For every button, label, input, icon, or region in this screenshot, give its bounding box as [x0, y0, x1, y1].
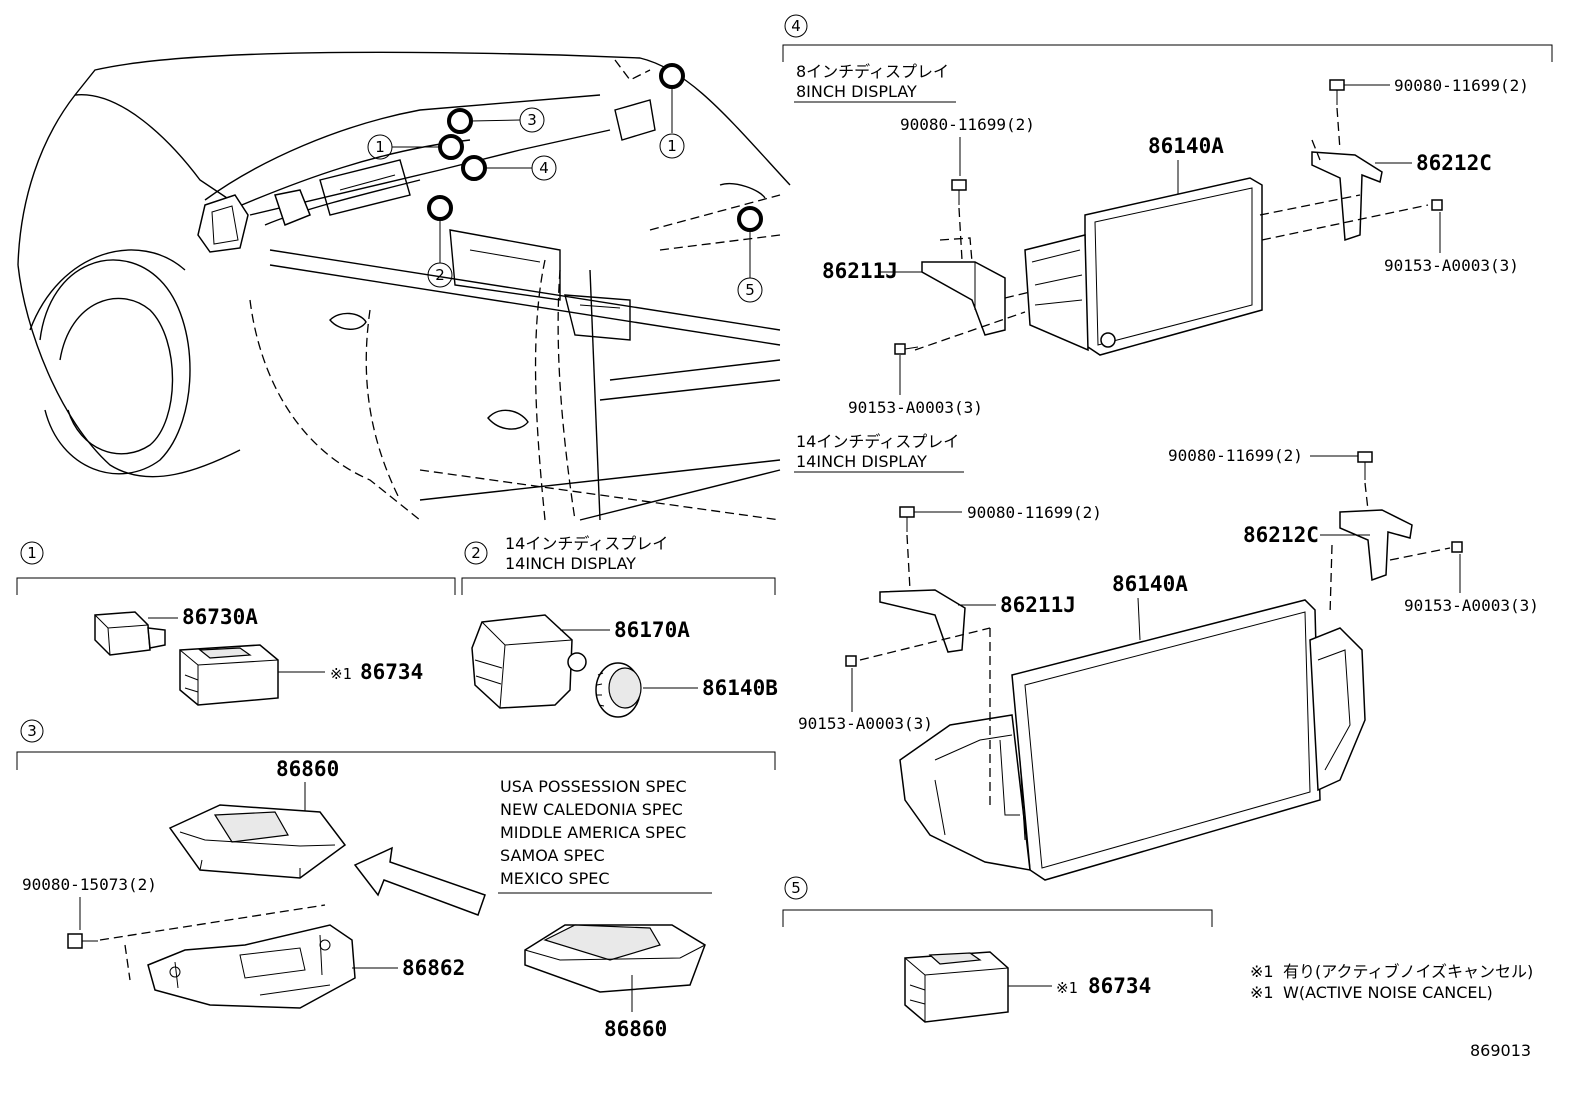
part-86860-module-illustration — [168, 804, 347, 879]
part-number-86212C: 86212C — [1416, 151, 1492, 175]
section-number: 3 — [27, 722, 37, 740]
bolt-icon — [67, 933, 98, 949]
part-number-86211J: 86211J — [822, 259, 898, 283]
part-number-90153-A0003-14r: 90153-A0003(3) — [1404, 596, 1539, 615]
spec-line: USA POSSESSION SPEC — [500, 777, 687, 796]
locator-marker — [438, 134, 464, 160]
screw-icon — [894, 343, 919, 355]
spec-line: NEW CALEDONIA SPEC — [500, 800, 683, 819]
part-number-90080-11699-right: 90080-11699(2) — [1394, 76, 1529, 95]
figure-id: 869013 — [1470, 1041, 1531, 1060]
section-1: 1 86730A ※1 86734 — [16, 541, 456, 706]
part-number-90153-A0003: 90153-A0003(3) — [848, 398, 983, 417]
bracket-86211J-14-illustration — [879, 589, 966, 653]
part-number-90080-11699: 90080-11699(2) — [900, 115, 1035, 134]
section-number: 4 — [791, 17, 801, 35]
locator-callout-1: 1 — [667, 137, 677, 155]
footnote-mark: ※1 — [1250, 962, 1274, 981]
note-mark: ※1 — [1056, 979, 1078, 997]
section-3: 3 86860 90080-15073(2) — [16, 719, 776, 1041]
section-title-jp: 14インチディスプレイ — [505, 534, 668, 553]
footnote-text-en: W(ACTIVE NOISE CANCEL) — [1283, 983, 1493, 1002]
part-number-86212C-14: 86212C — [1243, 523, 1319, 547]
section-5: 5 ※1 86734 — [782, 876, 1213, 1023]
part-number-90080-15073: 90080-15073(2) — [22, 875, 157, 894]
part-number-86730A: 86730A — [182, 605, 258, 629]
screw-icon — [1451, 541, 1463, 553]
direction-arrow — [353, 846, 486, 916]
locator-callout-2: 2 — [435, 266, 445, 284]
display14-unit-illustration — [899, 599, 1366, 881]
locator-callout-3: 3 — [527, 111, 537, 129]
part-number-86734: 86734 — [360, 660, 423, 684]
vehicle-locator-illustration: 1 3 1 4 2 5 — [17, 51, 791, 521]
spec-line: MEXICO SPEC — [500, 869, 610, 888]
locator-marker — [447, 108, 473, 134]
locator-marker — [737, 206, 763, 232]
locator-callout-1b: 1 — [375, 138, 385, 156]
section-title-en: 14INCH DISPLAY — [505, 554, 636, 573]
part-number-86734-s5: 86734 — [1088, 974, 1151, 998]
part-86860-alt-module-illustration — [524, 924, 706, 993]
part-number-86140B: 86140B — [702, 676, 778, 700]
display8-title-en: 8INCH DISPLAY — [796, 82, 917, 101]
part-number-90153-A0003-14l: 90153-A0003(3) — [798, 714, 933, 733]
part-number-86140A: 86140A — [1148, 134, 1224, 158]
display14-title-en: 14INCH DISPLAY — [796, 452, 927, 471]
section-number: 5 — [791, 879, 801, 897]
bolt-icon — [951, 179, 967, 205]
part-number-90080-11699-14l: 90080-11699(2) — [967, 503, 1102, 522]
part-number-86862: 86862 — [402, 956, 465, 980]
display8-title-jp: 8インチディスプレイ — [796, 62, 949, 81]
spec-line: SAMOA SPEC — [500, 846, 605, 865]
bracket-86212C-14-illustration — [1339, 509, 1413, 582]
display14-title-jp: 14インチディスプレイ — [796, 432, 959, 451]
part-number-90153-A0003-right: 90153-A0003(3) — [1384, 256, 1519, 275]
part-number-86170A: 86170A — [614, 618, 690, 642]
footnotes: ※1 有り(アクティブノイズキャンセル) ※1 W(ACTIVE NOISE C… — [1250, 962, 1533, 1002]
screw-icon — [1431, 199, 1443, 211]
locator-marker — [659, 63, 685, 89]
section-4: 4 8インチディスプレイ 8INCH DISPLAY 90080-11699(2… — [782, 14, 1553, 881]
part-86730A-illustration — [94, 611, 166, 656]
footnote-text-jp: 有り(アクティブノイズキャンセル) — [1283, 962, 1533, 981]
footnote-mark: ※1 — [1250, 983, 1274, 1002]
locator-marker — [427, 195, 453, 221]
part-number-86860-top: 86860 — [276, 757, 339, 781]
bracket-86211J-illustration — [921, 261, 1006, 336]
locator-callout-5: 5 — [745, 281, 755, 299]
note-mark: ※1 — [330, 665, 352, 683]
bolt-icon — [899, 506, 915, 532]
part-86170A-illustration — [471, 614, 587, 709]
part-number-90080-11699-14r: 90080-11699(2) — [1168, 446, 1303, 465]
part-number-86211J-14: 86211J — [1000, 593, 1076, 617]
part-86734-illustration — [179, 644, 279, 706]
display8-unit-illustration — [1024, 177, 1263, 356]
locator-marker — [461, 155, 487, 181]
bolt-icon — [1329, 79, 1345, 105]
bolt-icon — [1357, 451, 1373, 480]
part-86862-bracket-illustration — [147, 924, 356, 1009]
locator-callout-4: 4 — [539, 159, 549, 177]
spec-line: MIDDLE AMERICA SPEC — [500, 823, 686, 842]
section-number: 2 — [471, 544, 481, 562]
bracket-86212C-illustration — [1311, 151, 1383, 242]
part-86734-s5-illustration — [904, 951, 1009, 1023]
screw-icon — [845, 655, 857, 667]
part-number-86860-alt: 86860 — [604, 1017, 667, 1041]
section-number: 1 — [27, 544, 37, 562]
section-2: 2 14インチディスプレイ 14INCH DISPLAY 86170A 8614… — [461, 534, 778, 718]
part-number-86140A-14: 86140A — [1112, 572, 1188, 596]
part-86140B-illustration — [595, 662, 642, 718]
